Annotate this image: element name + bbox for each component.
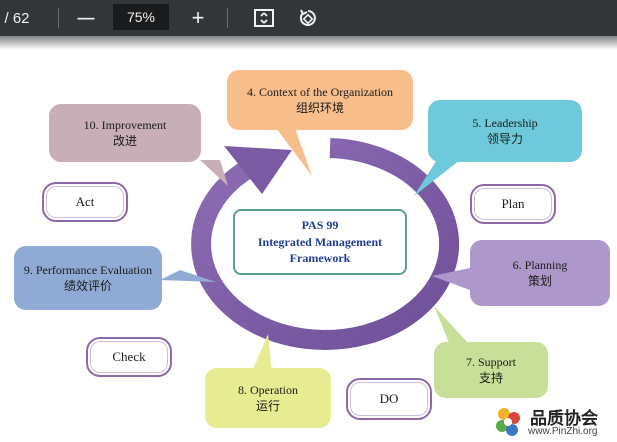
leadership-label-zh: 领导力: [486, 132, 523, 146]
operation-box: 8. Operation 运行: [205, 368, 331, 428]
context-label-zh: 组织环境: [295, 101, 344, 115]
pinzhi-logo-icon: [496, 408, 520, 436]
performance-label: 9. Performance Evaluation: [23, 262, 153, 277]
improvement-box: 10. Improvement 改进: [49, 104, 201, 162]
zoom-in-button[interactable]: +: [191, 5, 205, 30]
center-subtitle-2: Framework: [289, 251, 351, 266]
rotate-button[interactable]: [294, 0, 322, 36]
planning-box: 6. Planning 策划: [470, 240, 610, 306]
leadership-box: 5. Leadership 领导力: [428, 100, 582, 162]
page-indicator: / 62: [4, 9, 30, 27]
watermark-url: www.PinZhi.org: [528, 426, 598, 437]
toolbar-divider: [227, 8, 228, 28]
context-label: 4. Context of the Organization: [246, 84, 394, 99]
context-of-organization-box: 4. Context of the Organization 组织环境: [227, 70, 413, 130]
improvement-label-zh: 改进: [112, 134, 137, 148]
leadership-label: 5. Leadership: [472, 115, 538, 130]
planning-label: 6. Planning: [512, 257, 568, 272]
check-phase-label: Check: [86, 337, 172, 377]
operation-label-zh: 运行: [255, 399, 280, 413]
do-phase-label: DO: [346, 378, 432, 420]
pas99-framework-box: PAS 99 Integrated Management Framework: [233, 209, 407, 275]
center-title: PAS 99: [301, 217, 339, 232]
fit-to-page-icon: [254, 9, 274, 27]
pdf-toolbar: / 62 — 75% +: [0, 0, 617, 36]
watermark-name: 品质协会: [530, 409, 598, 429]
performance-label-zh: 绩效评价: [63, 279, 112, 293]
performance-evaluation-box: 9. Performance Evaluation 绩效评价: [14, 246, 162, 310]
center-subtitle: Integrated Management: [257, 234, 383, 249]
zoom-out-button[interactable]: —: [77, 8, 95, 27]
planning-label-zh: 策划: [527, 274, 552, 288]
toolbar-divider: [58, 8, 59, 28]
improvement-label: 10. Improvement: [83, 117, 167, 132]
act-phase-label: Act: [42, 182, 128, 222]
fit-to-page-button[interactable]: [250, 0, 278, 36]
support-box: 7. Support 支持: [434, 342, 548, 398]
plan-phase-label: Plan: [470, 184, 556, 224]
operation-label: 8. Operation: [238, 382, 298, 397]
support-label-zh: 支持: [478, 371, 503, 385]
rotate-icon: [299, 9, 316, 26]
support-label: 7. Support: [465, 354, 516, 369]
toolbar-shadow: [0, 36, 617, 50]
zoom-level-input[interactable]: 75%: [113, 4, 169, 30]
